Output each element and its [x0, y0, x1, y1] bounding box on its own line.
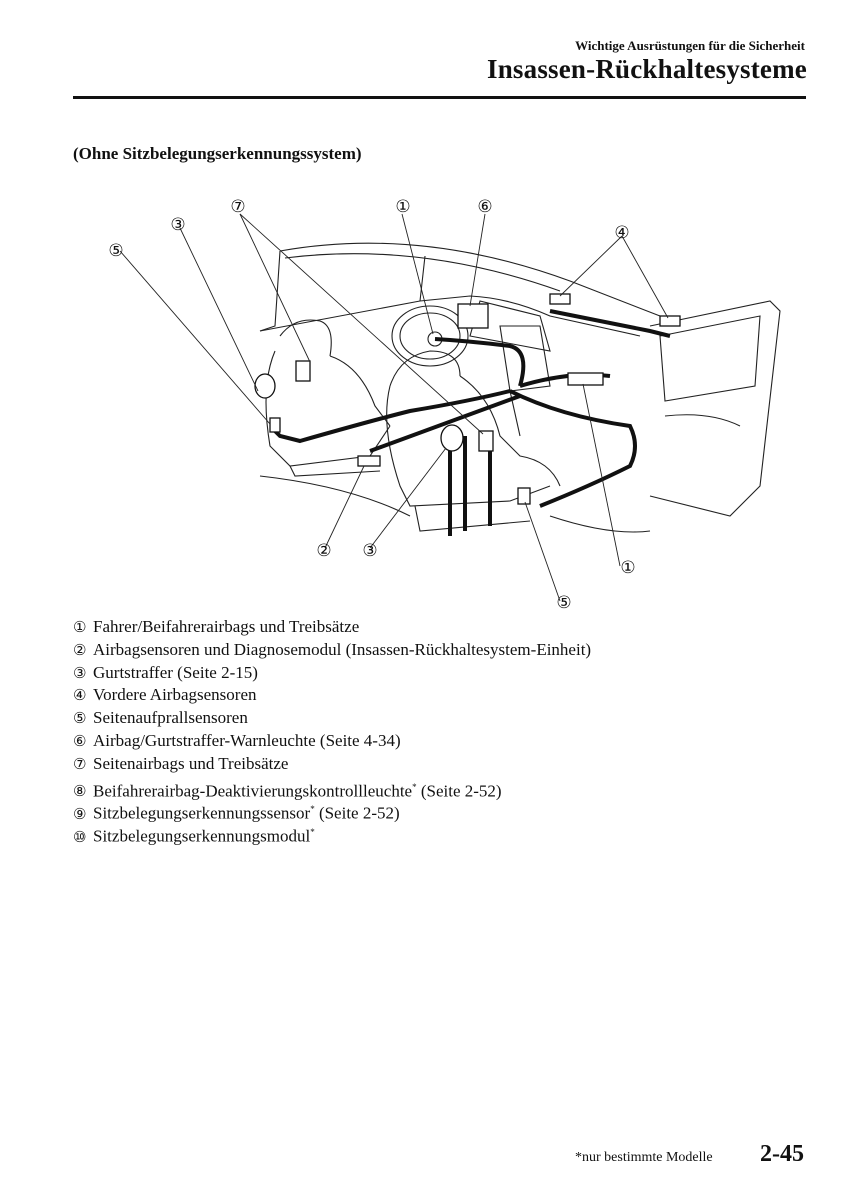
- legend-item: ② Airbagsensoren und Diagnosemodul (Insas…: [73, 639, 591, 662]
- footnote: *nur bestimmte Modelle: [575, 1150, 713, 1165]
- legend-text: Airbag/Gurtstraffer-Warnleuchte (Seite 4…: [93, 730, 401, 750]
- legend-text: Seitenaufprallsensoren: [93, 708, 248, 728]
- legend-item: ⑩ Sitzbelegungserkennungsmodul*: [73, 821, 591, 846]
- front-sensor-left: [549, 293, 571, 305]
- side-impact-sensor-right: [517, 487, 531, 505]
- legend-number: ⑤: [73, 709, 87, 728]
- wiring-harness: [273, 309, 671, 536]
- legend-number: ⑨: [73, 805, 87, 824]
- car-interior-outline: [259, 242, 781, 533]
- footnote-marker: *: [310, 827, 315, 838]
- warning-light: [457, 303, 489, 329]
- section-heading: Wichtige Ausrüstungen für die Sicherheit: [575, 38, 805, 53]
- legend-number: ⑧: [73, 782, 87, 801]
- legend-number: ⑦: [73, 754, 87, 773]
- callout-7: ⑦: [230, 197, 245, 217]
- side-airbag-driver: [295, 360, 311, 382]
- legend-text: Sitzbelegungserkennungssensor: [93, 804, 311, 824]
- legend-text: Beifahrerairbag-Deaktivierungskontrollle…: [93, 781, 413, 801]
- legend-item: ① Fahrer/Beifahrerairbags und Treibsätze: [73, 616, 591, 639]
- diagram-subtitle: (Ohne Sitzbelegungserkennungssystem): [73, 144, 362, 163]
- callout-1-bottom: ①: [620, 558, 635, 578]
- legend-text: Gurtstraffer (Seite 2-15): [93, 662, 258, 682]
- callout-5-bottom: ⑤: [556, 593, 571, 613]
- callout-6: ⑥: [477, 197, 492, 217]
- airbag-system-diagram: ⑦ ① ⑥ ③ ④ ⑤ ② ③ ① ⑤: [108, 197, 781, 613]
- legend-text: Airbagsensoren und Diagnosemodul (Insass…: [93, 639, 592, 659]
- front-sensor-right: [659, 315, 681, 327]
- page-title: Insassen-Rückhaltesysteme: [486, 54, 807, 84]
- callout-3-bottom: ③: [362, 541, 377, 561]
- callout-2: ②: [316, 541, 331, 561]
- callout-3-top: ③: [170, 215, 185, 235]
- side-airbag-passenger: [478, 430, 494, 452]
- callout-1-top: ①: [395, 197, 410, 217]
- footnote-marker: *: [412, 781, 417, 792]
- pretensioner-driver: [254, 373, 276, 399]
- header-divider: [73, 96, 806, 99]
- footnote-marker: *: [310, 804, 315, 815]
- legend-number: ⑥: [73, 731, 87, 750]
- leader-lines: [119, 213, 669, 602]
- legend-page-ref: (Seite 2-52): [416, 781, 502, 801]
- front-sensor-center: [567, 372, 604, 386]
- legend-number: ④: [73, 686, 87, 705]
- legend-item: ⑨ Sitzbelegungserkennungssensor* (Seite 2…: [73, 798, 591, 824]
- legend-item: ⑧ Beifahrerairbag-Deaktivierungskontrolll…: [73, 776, 591, 801]
- legend-item: ⑦ Seitenairbags und Treibsätze: [73, 753, 591, 776]
- legend-number: ①: [73, 618, 87, 636]
- legend-number: ③: [73, 663, 87, 682]
- page-number: 2-45: [760, 1141, 804, 1167]
- legend-item: ⑥ Airbag/Gurtstraffer-Warnleuchte (Seite …: [73, 730, 591, 753]
- legend-item: ④ Vordere Airbagsensoren: [73, 684, 591, 707]
- callout-5-top: ⑤: [108, 241, 123, 261]
- legend-number: ⑩: [73, 827, 87, 846]
- components: [254, 293, 681, 505]
- pretensioner-passenger: [440, 424, 464, 452]
- legend-number: ②: [73, 640, 87, 659]
- legend-text: Fahrer/Beifahrerairbags und Treibsätze: [93, 617, 360, 636]
- side-impact-sensor-left: [269, 417, 281, 433]
- legend-item: ⑤ Seitenaufprallsensoren: [73, 707, 591, 730]
- callout-4: ④: [614, 223, 629, 243]
- diagnostic-module: [357, 455, 381, 467]
- legend-item: ③ Gurtstraffer (Seite 2-15): [73, 662, 591, 685]
- legend-text: Seitenairbags und Treibsätze: [93, 753, 289, 773]
- legend-text: Sitzbelegungserkennungsmodul: [93, 826, 311, 846]
- legend-text: Vordere Airbagsensoren: [93, 685, 257, 705]
- legend-page-ref: (Seite 2-52): [314, 804, 400, 824]
